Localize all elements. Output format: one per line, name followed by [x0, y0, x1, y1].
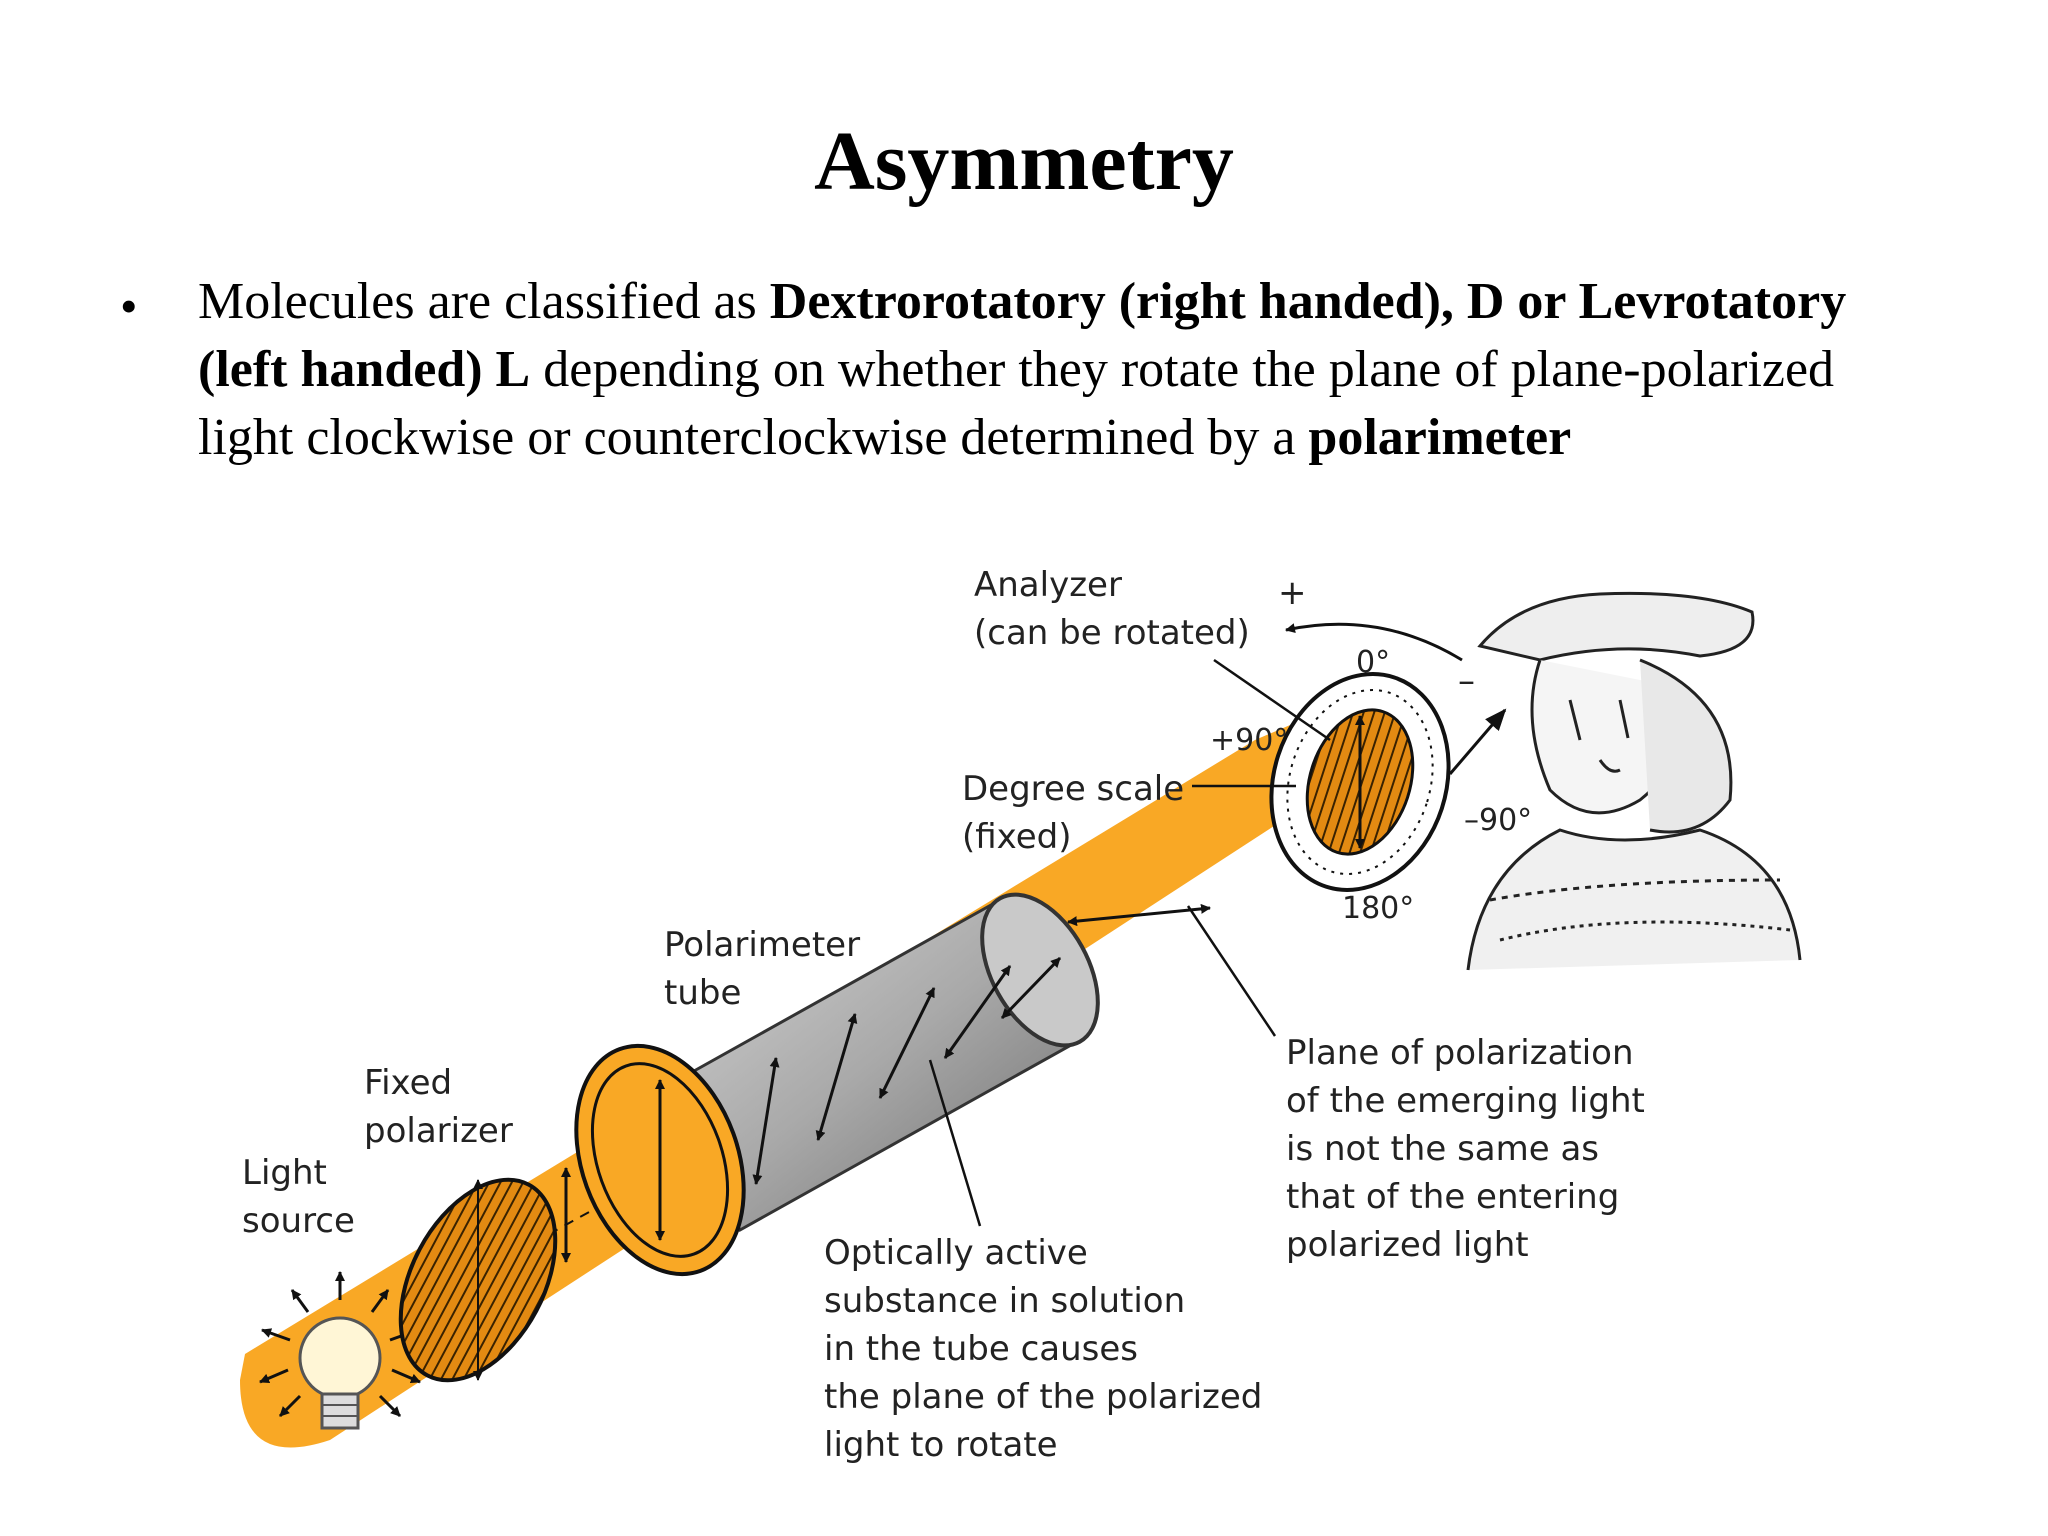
- fixed-polarizer: [398, 1177, 558, 1383]
- label-plus-90: +90°: [1210, 723, 1288, 758]
- label-polarimeter: Polarimeter: [664, 925, 860, 965]
- leader-lines: [928, 658, 1331, 1227]
- label-optical-3: in the tube causes: [824, 1329, 1138, 1369]
- analyzer-dial: [1269, 672, 1451, 892]
- label-tube: tube: [664, 973, 741, 1013]
- label-degree-scale-sub: (fixed): [962, 817, 1072, 857]
- label-plane-1: Plane of polarization: [1286, 1033, 1634, 1073]
- bullet-text-2: depending on whether they rotate the pla…: [198, 341, 1835, 466]
- emerging-direction-arrow: [1448, 708, 1507, 775]
- label-plane-5: polarized light: [1286, 1225, 1529, 1265]
- label-plane-4: that of the entering: [1286, 1177, 1619, 1217]
- bullet-text-1: Molecules are classified as: [198, 273, 770, 330]
- label-optical-5: light to rotate: [824, 1425, 1058, 1465]
- label-plane-2: of the emerging light: [1286, 1081, 1645, 1121]
- label-optical-4: the plane of the polarized: [824, 1377, 1262, 1417]
- label-analyzer-sub: (can be rotated): [974, 613, 1250, 653]
- label-light: Light: [242, 1153, 327, 1193]
- portrait-engraving: [1466, 591, 1802, 971]
- label-optical-2: substance in solution: [824, 1281, 1185, 1321]
- bullet-bold-2: polarimeter: [1308, 409, 1572, 466]
- label-analyzer: Analyzer: [974, 565, 1122, 605]
- label-plus: +: [1278, 573, 1307, 613]
- rotating-polarization-arrows: [752, 956, 1062, 1185]
- bullet-text: Molecules are classified as Dextrorotato…: [198, 268, 1938, 472]
- label-plane-3: is not the same as: [1286, 1129, 1599, 1169]
- label-polarizer: polarizer: [364, 1111, 513, 1151]
- label-source: source: [242, 1201, 355, 1241]
- slide-title: Asymmetry: [814, 115, 1234, 208]
- label-optical-1: Optically active: [824, 1233, 1088, 1273]
- label-180-degrees: 180°: [1342, 891, 1414, 926]
- label-degree-scale: Degree scale: [962, 769, 1184, 809]
- label-minus-90: –90°: [1464, 803, 1532, 838]
- label-fixed: Fixed: [364, 1063, 452, 1103]
- bullet-marker: •: [120, 278, 138, 334]
- rotation-arrow-plus: [1285, 622, 1463, 662]
- label-minus: –: [1458, 661, 1475, 701]
- bullet-bold-1: Dextrorotatory (right handed), D or Levr…: [198, 273, 1847, 398]
- emerging-light-arrow: [1067, 903, 1211, 927]
- label-zero-degrees: 0°: [1356, 645, 1390, 680]
